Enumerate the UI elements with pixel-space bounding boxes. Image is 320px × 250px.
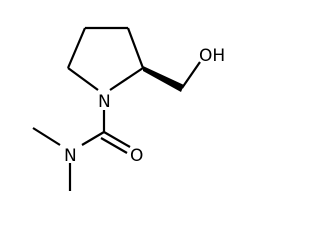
structure-canvas: N N O OH: [32, 26, 226, 191]
bond-carbonyl-double-1: [103, 131, 131, 148]
atom-label-carbonyl-oxygen: O: [130, 146, 143, 166]
structure-diagram: N N O OH: [32, 26, 225, 191]
bond-ring-c2-c3: [66, 27, 87, 69]
atom-label-hydroxyl: OH: [199, 46, 225, 66]
wedge-bond-stereocenter: [143, 66, 184, 92]
bond-carbonyl-double-2: [100, 137, 128, 154]
bond-ring-c5-n: [109, 67, 144, 91]
atom-label-ring-nitrogen: N: [98, 92, 111, 112]
bond-ch2-oh: [181, 61, 201, 89]
bond-ring-n-c2: [67, 67, 99, 91]
bond-carbonyl-amide-n: [81, 131, 105, 146]
bond-amide-n-methyl-upper: [32, 127, 61, 146]
atom-label-amide-nitrogen: N: [64, 146, 77, 166]
bond-ring-c4-c5: [126, 27, 145, 69]
